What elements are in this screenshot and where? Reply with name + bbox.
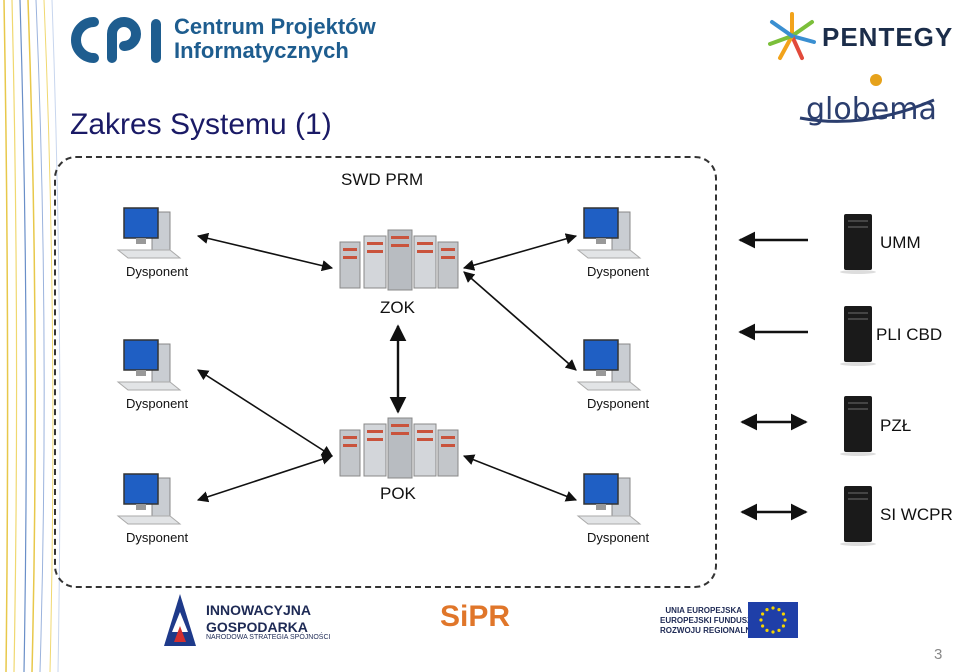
cpi-name-line2: Informatycznych — [174, 38, 349, 63]
external-system-pzl: PZŁ — [880, 416, 912, 435]
slide-title: Zakres Systemu (1) — [70, 108, 332, 141]
system-boundary — [54, 156, 717, 588]
workstation-label: Dysponent — [126, 264, 189, 279]
globema-logo-text: globema — [806, 92, 937, 127]
eu-flag-icon — [748, 602, 798, 638]
cpi-logo — [66, 12, 386, 72]
link-ws-top-left-zok — [196, 232, 334, 272]
tower-server-icon — [840, 486, 876, 546]
server-label-zok: ZOK — [380, 298, 415, 317]
workstation-label: Dysponent — [126, 396, 189, 411]
cpi-logo-mark — [71, 17, 161, 63]
workstation-label: Dysponent — [587, 264, 650, 279]
link-ws-mid-left-pok — [197, 369, 333, 457]
ue-logo-line3: ROZWOJU REGIONALNEGO — [660, 626, 769, 635]
tower-server-icon — [840, 306, 876, 366]
cpi-name-line1: Centrum Projektów — [174, 14, 376, 39]
innowacyjna-gospodarka-logo-mark — [164, 594, 196, 646]
decorative-stripes — [3, 0, 61, 672]
link-zok-ws-top-right — [462, 233, 578, 271]
workstation-icon — [576, 473, 642, 525]
external-system-pli-cbd: PLI CBD — [876, 325, 943, 344]
external-system-si-wcpr: SI WCPR — [880, 505, 953, 524]
workstation-icon — [116, 207, 182, 259]
pentegy-logo-text: PENTEGY — [822, 22, 954, 52]
server-label-pok: POK — [380, 484, 416, 503]
workstation-label: Dysponent — [126, 530, 189, 545]
ig-logo-line2: GOSPODARKA — [206, 619, 308, 635]
ig-logo-line3: NARODOWA STRATEGIA SPÓJNOŚCI — [206, 634, 331, 641]
server-cluster-icon — [339, 229, 459, 291]
ue-logo-line1: UNIA EUROPEJSKA — [665, 606, 742, 615]
link-zok-ws-mid-right — [463, 271, 577, 371]
workstation-icon — [576, 207, 642, 259]
link-ws-bottom-left-pok — [196, 453, 334, 503]
workstation-label: Dysponent — [587, 396, 650, 411]
globema-logo-mark — [799, 74, 935, 123]
external-system-umm: UMM — [880, 233, 921, 252]
workstation-label: Dysponent — [587, 530, 650, 545]
boundary-label: SWD PRM — [341, 170, 424, 189]
sipr-logo: SiPR — [440, 600, 511, 633]
ue-logo-line2: EUROPEJSKI FUNDUSZ — [660, 616, 753, 625]
workstation-icon — [576, 339, 642, 391]
workstation-icon — [116, 473, 182, 525]
ig-logo-line1: INNOWACYJNA — [206, 602, 312, 618]
tower-server-icon — [840, 214, 876, 274]
link-pok-ws-bottom-right — [462, 454, 578, 502]
tower-server-icon — [840, 396, 876, 456]
workstation-icon — [116, 339, 182, 391]
pentegy-logo-mark — [768, 12, 816, 60]
slide-number: 3 — [934, 646, 943, 663]
server-cluster-icon — [339, 417, 459, 479]
